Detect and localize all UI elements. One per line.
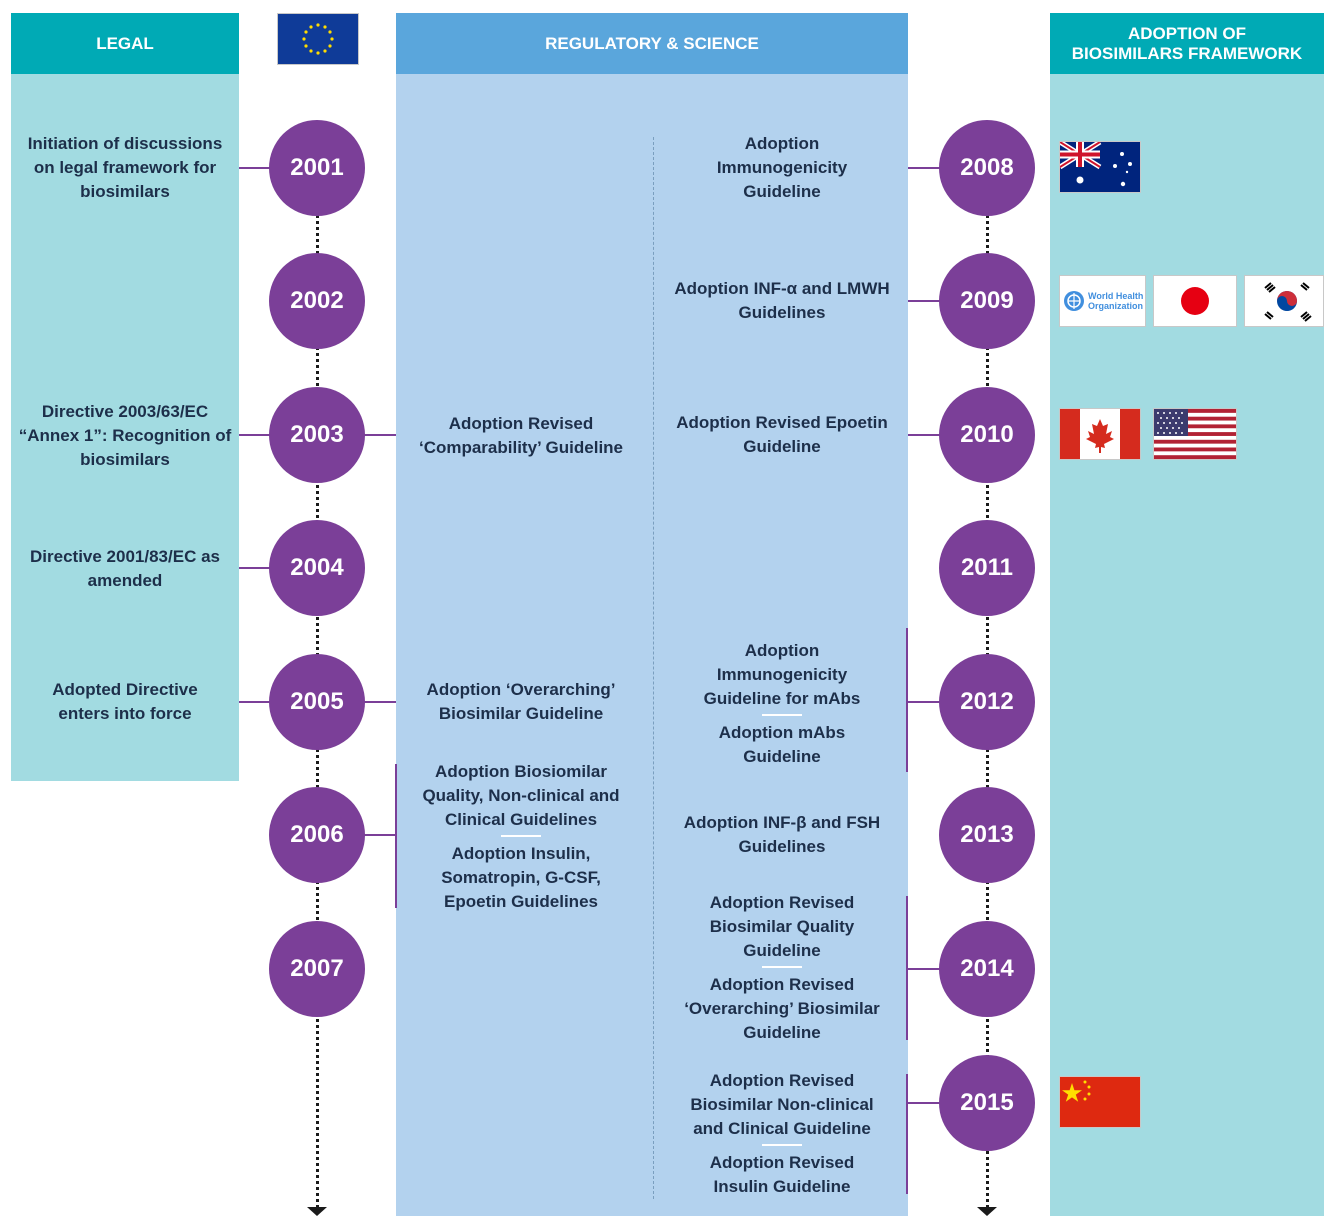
canada-flag-icon bbox=[1059, 408, 1141, 460]
connector-2006-regulatory bbox=[364, 834, 396, 836]
year-circle-2010: 2010 bbox=[939, 387, 1035, 483]
connector-2003-regulatory bbox=[364, 434, 396, 436]
regulatory-event-2003: Adoption Revised ‘Comparability’ Guideli… bbox=[418, 414, 624, 457]
china-flag-icon bbox=[1059, 1076, 1141, 1128]
bracket-2006 bbox=[395, 764, 397, 908]
bracket-2015 bbox=[906, 1074, 908, 1194]
regulatory-event-2014-a: Adoption Revised Biosimilar Quality Guid… bbox=[709, 893, 855, 960]
regulatory-event-2013: Adoption INF-β and FSH Guidelines bbox=[683, 813, 881, 856]
south-korea-flag-icon bbox=[1244, 275, 1324, 327]
year-circle-2007: 2007 bbox=[269, 921, 365, 1017]
year-circle-2004: 2004 bbox=[269, 520, 365, 616]
regulatory-event-2012-b: Adoption mAbs Guideline bbox=[718, 723, 846, 766]
regulatory-event-2009: Adoption INF-α and LMWH Guidelines bbox=[674, 279, 890, 322]
year-circle-2002: 2002 bbox=[269, 253, 365, 349]
bracket-2014 bbox=[906, 896, 908, 1040]
event-separator bbox=[762, 714, 802, 716]
year-circle-2005: 2005 bbox=[269, 654, 365, 750]
year-circle-2009: 2009 bbox=[939, 253, 1035, 349]
legal-column bbox=[11, 13, 239, 781]
regulatory-divider bbox=[653, 137, 654, 1199]
adoption-header-line1: ADOPTION OF bbox=[1127, 23, 1247, 43]
event-separator bbox=[501, 835, 541, 837]
who-logo-icon: World Health Organization bbox=[1059, 275, 1146, 327]
regulatory-event-2006-b: Adoption Insulin, Somatropin, G-CSF, Epo… bbox=[441, 844, 601, 911]
regulatory-event-2015-b: Adoption Revised Insulin Guideline bbox=[709, 1153, 855, 1196]
right-timeline-arrow-icon bbox=[977, 1207, 997, 1216]
event-separator bbox=[762, 966, 802, 968]
eu-flag-icon bbox=[277, 13, 359, 65]
year-circle-2003: 2003 bbox=[269, 387, 365, 483]
connector-2015 bbox=[908, 1102, 942, 1104]
connector-2001-legal bbox=[239, 167, 270, 169]
year-circle-2008: 2008 bbox=[939, 120, 1035, 216]
regulatory-event-2015: Adoption Revised Biosimilar Non-clinical… bbox=[672, 1066, 892, 1202]
connector-2009 bbox=[908, 300, 942, 302]
connector-2005-regulatory bbox=[364, 701, 396, 703]
legal-event-2004: Directive 2001/83/EC as amended bbox=[30, 547, 220, 590]
connector-2003-legal bbox=[239, 434, 270, 436]
event-separator bbox=[762, 1144, 802, 1146]
year-circle-2014: 2014 bbox=[939, 921, 1035, 1017]
adoption-column bbox=[1050, 13, 1324, 1216]
connector-2010 bbox=[908, 434, 942, 436]
connector-2005-legal bbox=[239, 701, 270, 703]
australia-flag-icon bbox=[1059, 141, 1141, 193]
year-circle-2012: 2012 bbox=[939, 654, 1035, 750]
legal-header: LEGAL bbox=[11, 13, 239, 74]
regulatory-event-2006-a: Adoption Biosiomilar Quality, Non-clinic… bbox=[422, 762, 620, 829]
regulatory-science-column bbox=[396, 13, 908, 1216]
legal-event-2005: Adopted Directive enters into force bbox=[52, 680, 198, 723]
year-circle-2011: 2011 bbox=[939, 520, 1035, 616]
left-timeline-arrow-icon bbox=[307, 1207, 327, 1216]
regulatory-event-2015-a: Adoption Revised Biosimilar Non-clinical… bbox=[690, 1071, 874, 1138]
year-circle-2006: 2006 bbox=[269, 787, 365, 883]
regulatory-science-header: REGULATORY & SCIENCE bbox=[396, 13, 908, 74]
regulatory-event-2012: Adoption Immunogenicity Guideline for mA… bbox=[672, 632, 892, 776]
regulatory-event-2008: Adoption Immunogenicity Guideline bbox=[716, 134, 848, 201]
connector-2004-legal bbox=[239, 567, 270, 569]
adoption-header: ADOPTION OF BIOSIMILARS FRAMEWORK bbox=[1050, 13, 1324, 74]
regulatory-event-2010: Adoption Revised Epoetin Guideline bbox=[676, 413, 888, 456]
who-logo-line2: Organization bbox=[1088, 301, 1144, 311]
bracket-2012 bbox=[906, 628, 908, 772]
regulatory-event-2012-a: Adoption Immunogenicity Guideline for mA… bbox=[703, 641, 861, 708]
connector-2014 bbox=[908, 968, 942, 970]
year-circle-2015: 2015 bbox=[939, 1055, 1035, 1151]
regulatory-event-2006: Adoption Biosiomilar Quality, Non-clinic… bbox=[410, 757, 632, 917]
usa-flag-icon bbox=[1153, 408, 1237, 460]
adoption-header-line2: BIOSIMILARS FRAMEWORK bbox=[1071, 43, 1303, 63]
legal-event-2001: Initiation of discussions on legal frame… bbox=[27, 134, 223, 201]
who-logo-line1: World Health bbox=[1088, 291, 1144, 301]
japan-flag-icon bbox=[1153, 275, 1237, 327]
regulatory-event-2014-b: Adoption Revised ‘Overarching’ Biosimila… bbox=[684, 975, 880, 1042]
legal-event-2003: Directive 2003/63/EC “Annex 1”: Recognit… bbox=[18, 402, 232, 469]
connector-2008 bbox=[908, 167, 942, 169]
connector-2012 bbox=[908, 701, 942, 703]
year-circle-2013: 2013 bbox=[939, 787, 1035, 883]
regulatory-event-2005: Adoption ‘Overarching’ Biosimilar Guidel… bbox=[426, 680, 616, 723]
year-circle-2001: 2001 bbox=[269, 120, 365, 216]
regulatory-event-2014: Adoption Revised Biosimilar Quality Guid… bbox=[672, 887, 892, 1049]
